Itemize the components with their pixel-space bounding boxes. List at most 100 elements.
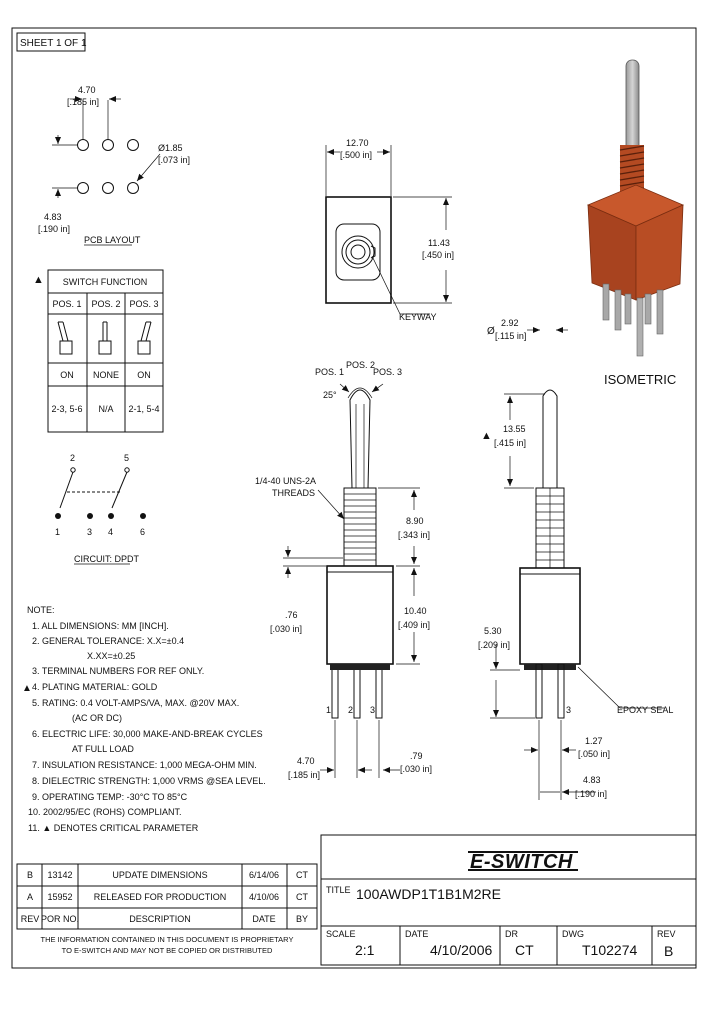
- note-line: 5. RATING: 0.4 VOLT-AMPS/VA, MAX. @20V M…: [32, 698, 239, 708]
- dr-label: DR: [505, 929, 518, 939]
- front-pin: 3: [370, 705, 375, 715]
- flange-mm: .76: [285, 610, 298, 620]
- circuit-pin: 3: [87, 527, 92, 537]
- lever-height-in: [.415 in]: [494, 438, 526, 448]
- body-height-mm: 10.40: [404, 606, 427, 616]
- circuit-pin: 2: [70, 453, 75, 463]
- note-line: 3. TERMINAL NUMBERS FOR REF ONLY.: [32, 666, 204, 676]
- rev-cell: A: [27, 892, 33, 902]
- disclaimer: TO E-SWITCH AND MAY NOT BE COPIED OR DIS…: [62, 946, 273, 955]
- by-cell: CT: [296, 892, 308, 902]
- pcb-hole: [127, 182, 139, 194]
- por-cell: 15952: [47, 892, 72, 902]
- note-line: 2. GENERAL TOLERANCE: X.X=±0.4: [32, 636, 184, 646]
- side-pin: 3: [566, 705, 571, 715]
- note-line: 7. INSULATION RESISTANCE: 1,000 MEGA-OHM…: [32, 760, 257, 770]
- critical-marker: ▲: [22, 683, 32, 694]
- top-height-mm: 11.43: [428, 238, 450, 248]
- pcb-hole: [127, 139, 139, 151]
- pcb-row-mm: 4.83: [44, 212, 62, 222]
- notes: NOTE: ▲ 1. ALL DIMENSIONS: MM [INCH]. 2.…: [22, 605, 266, 833]
- pin-width-in: [.030 in]: [400, 764, 432, 774]
- title-block: E-SWITCH TITLE 100AWDP1T1B1M2RE SCALE 2:…: [320, 834, 697, 966]
- side-view: 3 ▲ 13.55 [.415 in] 5.30 [.209 in] EPOXY…: [478, 389, 673, 800]
- por-header: POR NO.: [41, 914, 79, 924]
- front-pin: 1: [326, 705, 331, 715]
- pcb-hole: [102, 139, 114, 151]
- e-switch-logo: E-SWITCH: [468, 851, 578, 873]
- switch-function-title: SWITCH FUNCTION: [63, 277, 148, 287]
- note-line: 1. ALL DIMENSIONS: MM [INCH].: [32, 621, 169, 631]
- front-angle: 25°: [323, 390, 337, 400]
- critical-marker: ▲: [481, 430, 492, 442]
- desc-cell: UPDATE DIMENSIONS: [112, 870, 207, 880]
- sheet-label-box: [16, 32, 86, 52]
- tail-mm: 5.30: [484, 626, 502, 636]
- switch-header: POS. 2: [91, 299, 120, 309]
- iso-dia-in: [.115 in]: [495, 331, 526, 341]
- switch-connection: 2-3, 5-6: [51, 404, 82, 414]
- pcb-hole: [77, 139, 89, 151]
- revision-table: B 13142 UPDATE DIMENSIONS 6/14/06 CT A 1…: [16, 863, 318, 955]
- isometric-view: Ø 2.92 [.115 in] ISOMETRIC: [487, 59, 685, 387]
- rev-value: B: [664, 943, 673, 959]
- notes-title: NOTE:: [27, 605, 55, 615]
- tail-in: [.209 in]: [478, 640, 510, 650]
- toggle-pos2-icon: [98, 321, 112, 355]
- date-cell: 4/10/06: [249, 892, 279, 902]
- switch-header: POS. 1: [52, 299, 81, 309]
- switch-function-table: ▲ SWITCH FUNCTION POS. 1 POS. 2 POS. 3: [33, 269, 164, 433]
- side-row-in: [.190 in]: [575, 789, 607, 799]
- switch-connection: 2-1, 5-4: [128, 404, 159, 414]
- date-value: 4/10/2006: [430, 942, 492, 958]
- bushing-height-in: [.343 in]: [398, 530, 430, 540]
- iso-dia-prefix: Ø: [487, 326, 495, 337]
- pcb-hole: [102, 182, 114, 194]
- circuit-caption: CIRCUIT: DPDT: [74, 554, 140, 564]
- front-pos2: POS. 2: [346, 360, 375, 370]
- dr-value: CT: [515, 942, 534, 958]
- desc-cell: RELEASED FOR PRODUCTION: [94, 892, 227, 902]
- keyway-label: KEYWAY: [399, 312, 437, 322]
- critical-marker: ▲: [33, 274, 44, 286]
- por-cell: 13142: [47, 870, 72, 880]
- top-width-in: [.500 in]: [340, 150, 372, 160]
- switch-state: ON: [137, 370, 151, 380]
- top-width-mm: 12.70: [346, 138, 369, 148]
- part-number: 100AWDP1T1B1M2RE: [356, 886, 501, 902]
- iso-dia-mm: 2.92: [501, 318, 519, 328]
- pin-width-mm: .79: [410, 751, 423, 761]
- flange-in: [.030 in]: [270, 624, 302, 634]
- thread-spec: 1/4-40 UNS-2A: [255, 476, 316, 486]
- switch-state: ON: [60, 370, 74, 380]
- front-pos1: POS. 1: [315, 367, 344, 377]
- epoxy-seal-label: EPOXY SEAL: [617, 705, 673, 715]
- circuit-pin: 6: [140, 527, 145, 537]
- pcb-caption: PCB LAYOUT: [84, 235, 141, 245]
- note-line: 4. PLATING MATERIAL: GOLD: [32, 682, 158, 692]
- switch-header: POS. 3: [129, 299, 158, 309]
- pin-space-in: [.050 in]: [578, 749, 610, 759]
- pcb-row-in: [.190 in]: [38, 224, 70, 234]
- top-view: 12.70 [.500 in] 11.43 [.450 in] KEYWAY: [325, 138, 454, 322]
- pcb-hole-dia-in: [.073 in]: [158, 155, 190, 165]
- logo-text: E-SWITCH: [470, 851, 573, 873]
- bushing-height-mm: 8.90: [406, 516, 424, 526]
- pcb-hole: [77, 182, 89, 194]
- switch-connection: N/A: [98, 404, 113, 414]
- toggle-pos1-icon: [57, 321, 73, 355]
- date-label: DATE: [405, 929, 428, 939]
- circuit-pin: 5: [124, 453, 129, 463]
- isometric-label: ISOMETRIC: [604, 372, 676, 387]
- pin-pitch-in: [.185 in]: [288, 770, 320, 780]
- lever-height-mm: 13.55: [503, 424, 526, 434]
- note-line: X.XX=±0.25: [87, 651, 135, 661]
- scale-value: 2:1: [355, 942, 375, 958]
- front-pos3: POS. 3: [373, 367, 402, 377]
- rev-label: REV: [657, 929, 676, 939]
- note-line: (AC OR DC): [72, 713, 122, 723]
- side-row-mm: 4.83: [583, 775, 601, 785]
- body-height-in: [.409 in]: [398, 620, 430, 630]
- note-line: 8. DIELECTRIC STRENGTH: 1,000 VRMS @SEA …: [32, 776, 266, 786]
- date-cell: 6/14/06: [249, 870, 279, 880]
